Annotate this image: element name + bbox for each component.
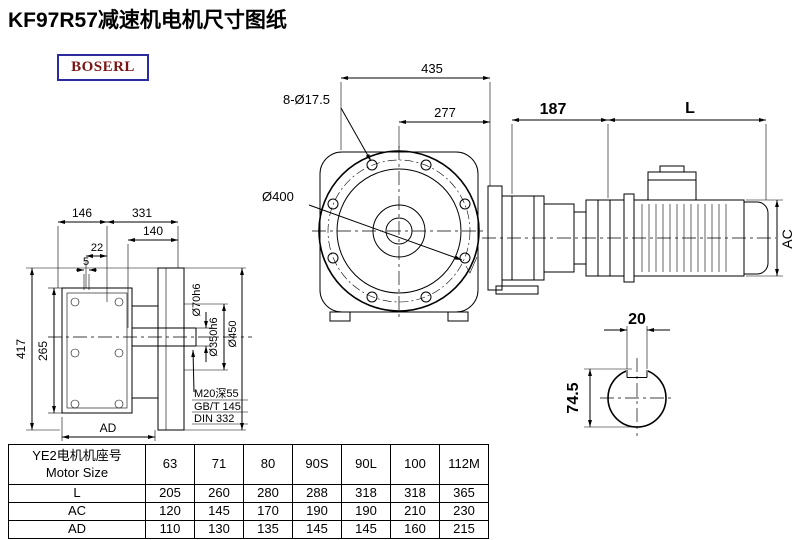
dim-140-label: 140 (143, 224, 163, 238)
bolt-hole (420, 159, 432, 171)
bolt-hole (420, 291, 432, 303)
surface-finish-mark (465, 256, 478, 274)
cell-AC-63: 120 (145, 501, 195, 521)
bolt-hole (459, 198, 471, 210)
page-title: KF97R57减速机电机尺寸图纸 (8, 9, 287, 32)
cell-L-112M: 365 (439, 484, 489, 503)
bolt-hole (327, 198, 339, 210)
side-view: 187 L AC (482, 100, 795, 295)
cell-L-63: 205 (145, 484, 195, 503)
row-label-L: L (8, 484, 146, 503)
dim-265-label: 265 (36, 341, 50, 361)
row-label-AD: AD (8, 519, 146, 539)
cell-AC-100: 210 (390, 501, 440, 521)
cell-L-100: 318 (390, 484, 440, 503)
dim-bolt-holes-label: 8-Ø17.5 (283, 92, 330, 107)
row-label-AC: AC (8, 501, 146, 521)
cell-L-71: 260 (194, 484, 244, 503)
gearbox-body (61, 287, 133, 414)
dim-22-label: 22 (91, 242, 103, 254)
bolt-hole (327, 252, 339, 264)
table-row-AC: AC 120 145 170 190 190 210 230 (8, 501, 489, 521)
bolt-hole (366, 159, 378, 171)
cell-AC-80: 170 (243, 501, 293, 521)
cell-AD-90S: 145 (292, 519, 342, 539)
cell-AD-63: 110 (145, 519, 195, 539)
bolt-hole (366, 291, 378, 303)
housing-foot-left (329, 311, 351, 322)
dim-shaft-dia-label: Ø70h6 (191, 283, 203, 316)
dim-flange-od-label: Ø450 (227, 321, 239, 348)
table-header-size-100: 100 (390, 444, 440, 485)
dim-AD-label: AD (100, 421, 117, 435)
cell-L-90S: 288 (292, 484, 342, 503)
dim-spigot-dia-label: Ø350h6 (208, 317, 220, 356)
dim-bolt-circle-label: Ø400 (262, 189, 294, 204)
cell-L-90L: 318 (341, 484, 391, 503)
cell-AD-71: 130 (194, 519, 244, 539)
table-row-L: L 205 260 280 288 318 318 365 (8, 484, 489, 503)
dim-277-label: 277 (434, 105, 456, 120)
note-gbt-label: GB/T 145 (194, 401, 241, 413)
dim-146-label: 146 (72, 206, 92, 220)
table-row-AD: AD 110 130 135 145 145 160 215 (8, 519, 489, 539)
table-header-size-80: 80 (243, 444, 293, 485)
table-header-en: Motor Size (45, 464, 109, 480)
housing-foot-right (447, 311, 469, 322)
left-view: 146 331 140 22 5 417 265 AD Ø70h6 Ø3 (14, 206, 252, 441)
cell-AD-100: 160 (390, 519, 440, 539)
dim-187-label: 187 (540, 101, 567, 118)
dim-L-label: L (685, 100, 695, 117)
note-tap-label: M20深55 (194, 387, 239, 400)
motor-dimension-table: YE2电机机座号 Motor Size 63 71 80 90S 90L 100… (8, 444, 489, 539)
dim-5-label: 5 (83, 256, 89, 268)
front-view: 435 277 8-Ø17.5 Ø400 (262, 61, 491, 322)
cell-AC-90L: 190 (341, 501, 391, 521)
table-header-size-90L: 90L (341, 444, 391, 485)
fan-cover (743, 201, 769, 275)
table-header-row: YE2电机机座号 Motor Size 63 71 80 90S 90L 100… (8, 444, 489, 485)
cell-AD-80: 135 (243, 519, 293, 539)
cell-AC-112M: 230 (439, 501, 489, 521)
dim-435-label: 435 (421, 61, 443, 76)
cell-AD-90L: 145 (341, 519, 391, 539)
dim-key-width-label: 20 (628, 311, 646, 328)
terminal-box (647, 171, 697, 201)
brand-logo: BOSERL (57, 54, 149, 81)
dim-417-label: 417 (14, 339, 28, 359)
table-header-size-63: 63 (145, 444, 195, 485)
table-header-size-112M: 112M (439, 444, 489, 485)
shaft-section-view: 20 74.5 (565, 311, 674, 436)
dim-331-label: 331 (132, 206, 152, 220)
dim-shaft-height-label: 74.5 (565, 382, 582, 413)
table-header-cn: YE2电机机座号 (32, 447, 122, 463)
cell-AC-71: 145 (194, 501, 244, 521)
table-header-size-71: 71 (194, 444, 244, 485)
note-din-label: DIN 332 (194, 413, 234, 425)
bolt-hole (459, 252, 471, 264)
table-header-motor-size: YE2电机机座号 Motor Size (8, 444, 146, 485)
cell-L-80: 280 (243, 484, 293, 503)
cell-AC-90S: 190 (292, 501, 342, 521)
table-header-size-90S: 90S (292, 444, 342, 485)
gearbox-foot (495, 285, 539, 295)
dim-AC-label: AC (779, 229, 795, 248)
cell-AD-112M: 215 (439, 519, 489, 539)
mounting-flange (157, 267, 185, 431)
